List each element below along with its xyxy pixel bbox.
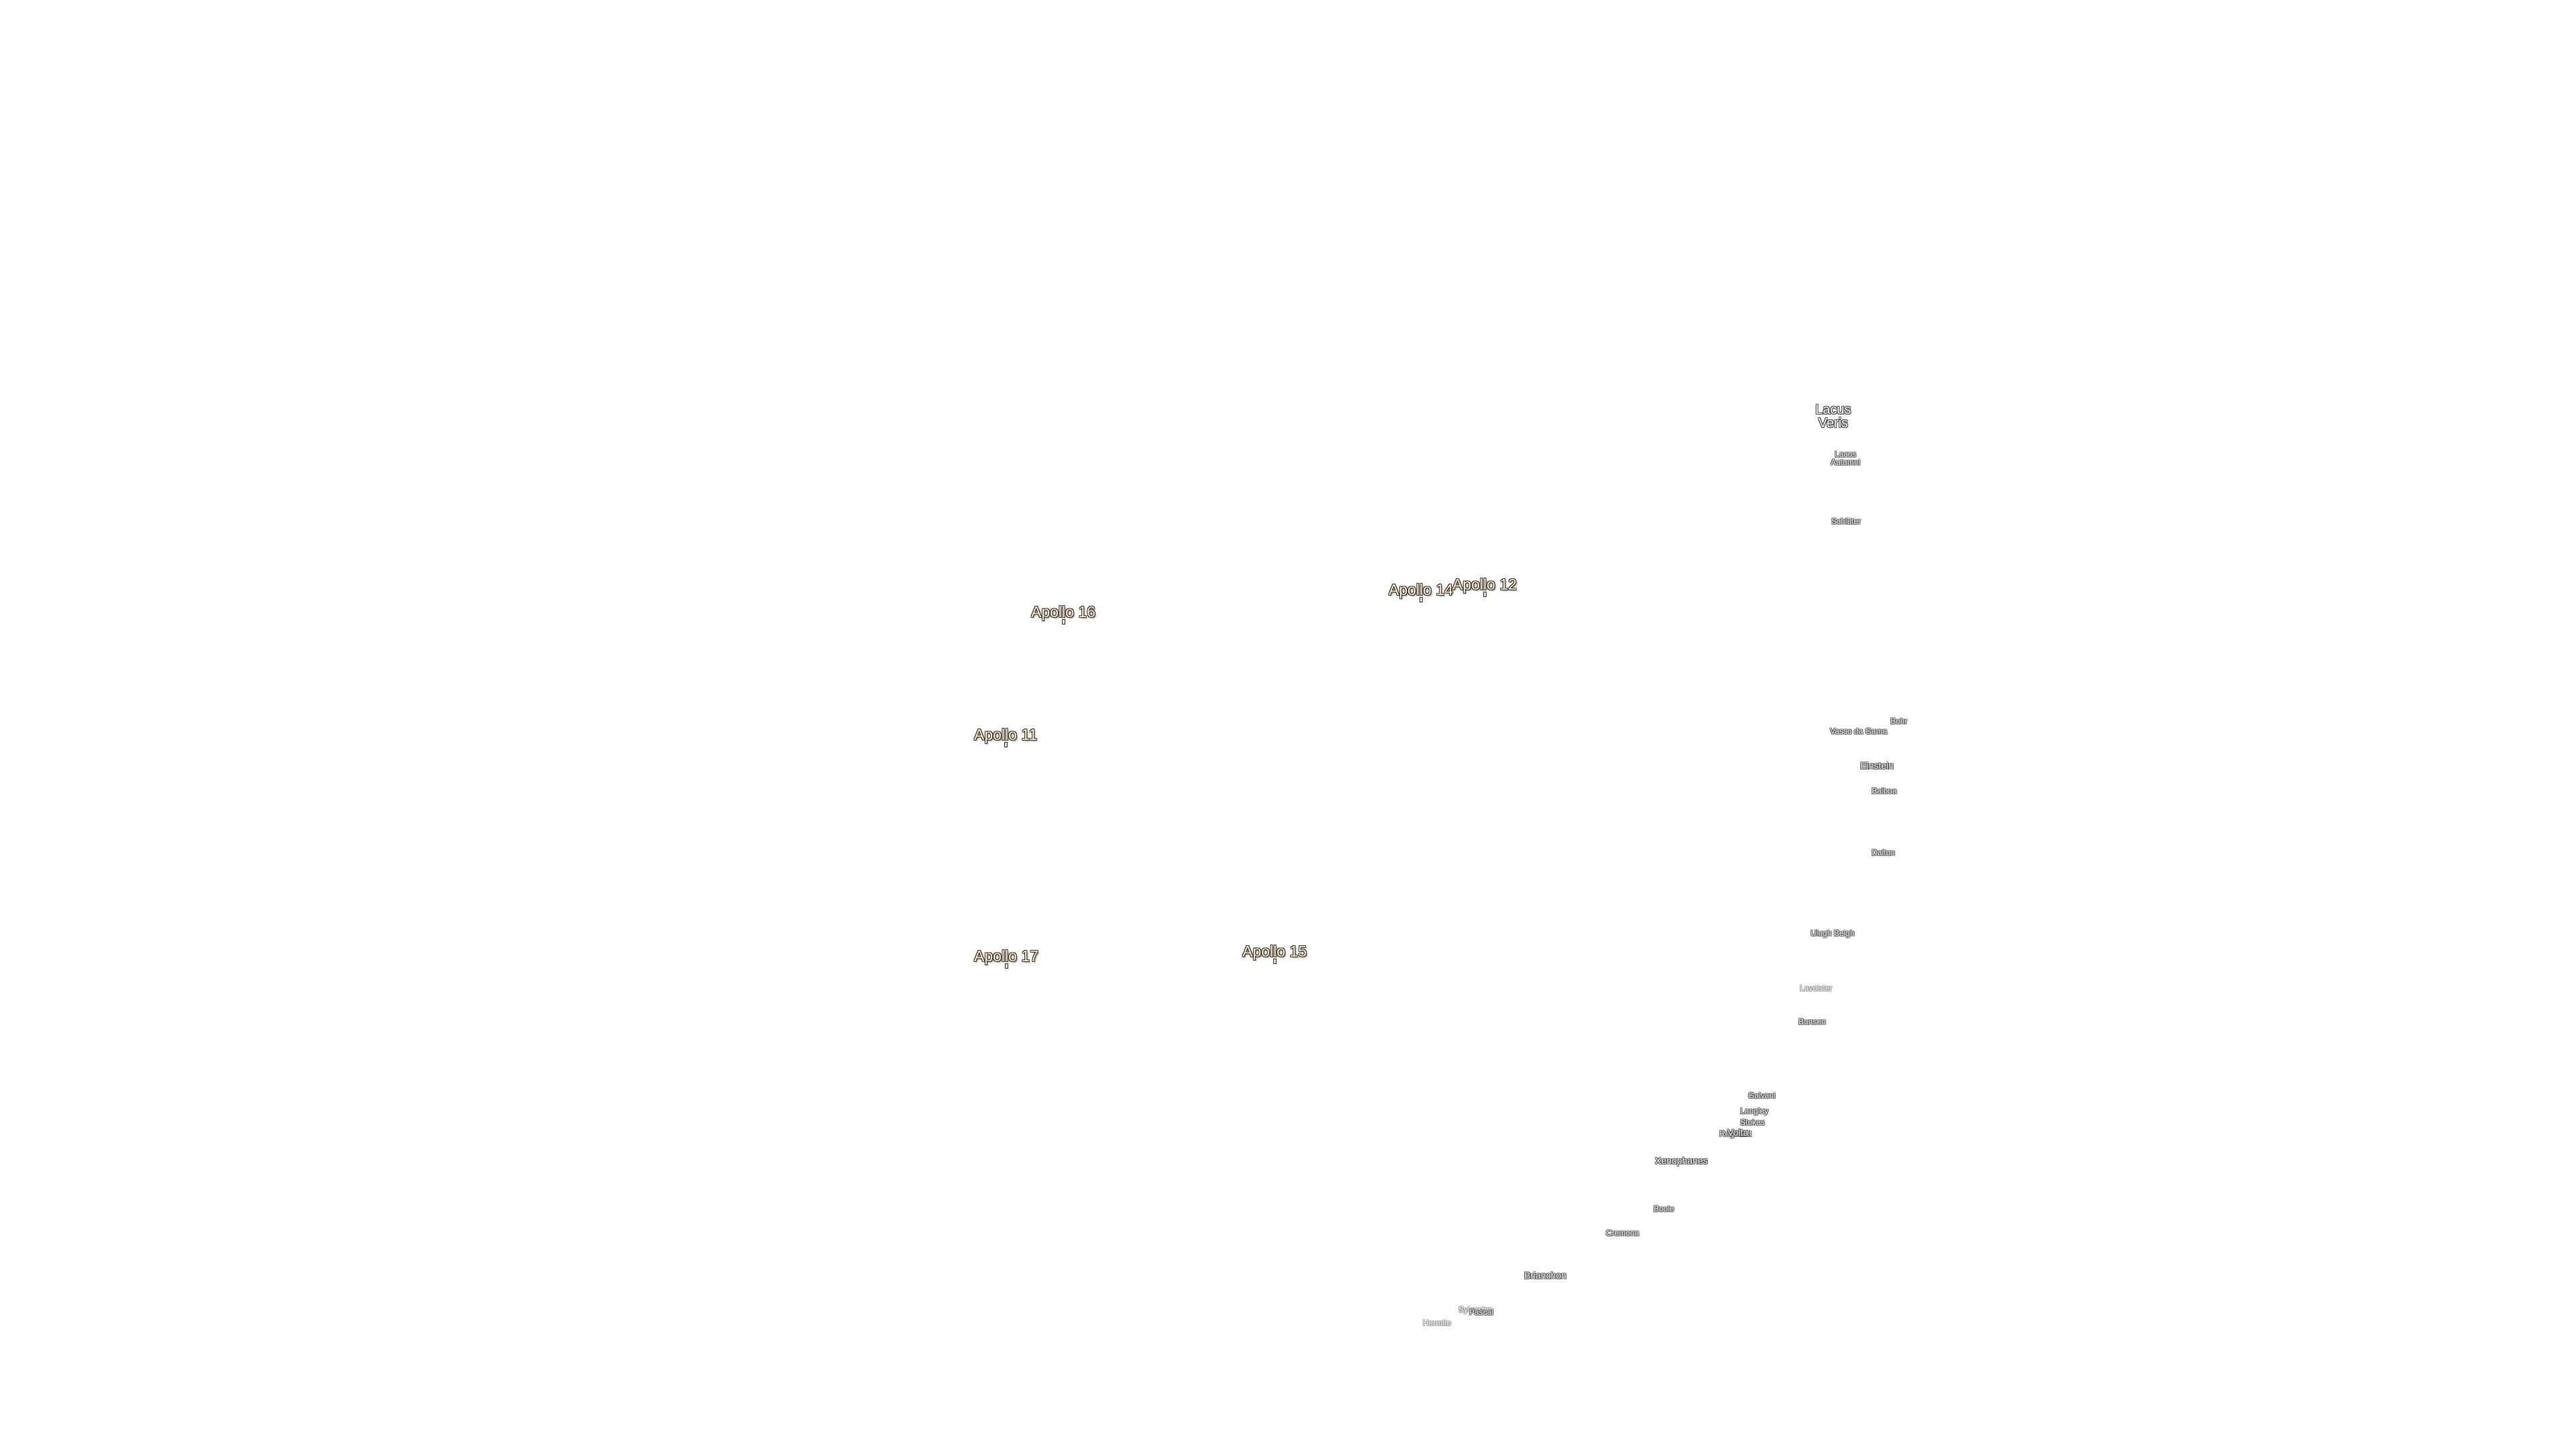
galvani-label[interactable]: Galvani: [1748, 1091, 1776, 1100]
schluter-label[interactable]: Schlüter: [1831, 517, 1862, 526]
landing-site-marker: [1062, 620, 1065, 624]
stokes-label[interactable]: Stokes: [1740, 1118, 1765, 1127]
apollo-15-label[interactable]: Apollo 15: [1242, 943, 1307, 963]
einstein-label[interactable]: Einstein: [1860, 760, 1894, 771]
bohr-label[interactable]: Bohr: [1890, 716, 1908, 726]
apollo-17-text: Apollo 17: [974, 947, 1038, 965]
apollo-11-label[interactable]: Apollo 11: [974, 726, 1038, 747]
apollo-12-label[interactable]: Apollo 12: [1452, 576, 1517, 596]
landing-site-marker: [1483, 592, 1486, 596]
cremona-label[interactable]: Cremona: [1606, 1228, 1640, 1238]
ulugh-beigh-label[interactable]: Ulugh Beigh: [1811, 928, 1855, 938]
vasco-da-gama-label[interactable]: Vasco da Gama: [1830, 727, 1888, 736]
lacus-veris-line1: Lacus: [1815, 402, 1851, 417]
apollo-14-label[interactable]: Apollo 14: [1389, 581, 1453, 602]
apollo-16-text: Apollo 16: [1031, 603, 1095, 621]
apollo-11-text: Apollo 11: [974, 726, 1038, 743]
landing-site-marker: [1273, 959, 1276, 963]
apollo-15-text: Apollo 15: [1242, 943, 1307, 960]
landing-site-marker: [1005, 964, 1008, 968]
bunsen-label[interactable]: Bunsen: [1799, 1017, 1826, 1026]
brianchon-label[interactable]: Brianchon: [1524, 1270, 1567, 1281]
balboa-label[interactable]: Balboa: [1872, 786, 1897, 796]
dalton-label[interactable]: Dalton: [1872, 848, 1895, 857]
hermite-label[interactable]: Hermite: [1423, 1318, 1452, 1328]
lacus-autumni-label[interactable]: Lacus Autumni: [1831, 450, 1860, 466]
landing-site-marker: [1005, 743, 1008, 747]
apollo-14-text: Apollo 14: [1389, 581, 1453, 598]
lacus-veris-label[interactable]: Lacus Veris: [1815, 403, 1851, 430]
xenophanes-label[interactable]: Xenophanes: [1655, 1155, 1708, 1166]
landing-site-marker: [1419, 598, 1422, 602]
regnault-label[interactable]: Regnault: [1719, 1129, 1752, 1138]
lavoisier-label[interactable]: Lavoisier: [1800, 983, 1833, 993]
volta-label[interactable]: Volta: [1727, 1127, 1749, 1138]
sylvester-label[interactable]: Sylvester: [1458, 1305, 1492, 1314]
lacus-autumni-line2: Autumni: [1831, 458, 1861, 467]
lacus-autumni-line1: Lacus: [1835, 449, 1857, 459]
apollo-17-label[interactable]: Apollo 17: [974, 947, 1038, 968]
pascal-label[interactable]: Pascal: [1469, 1307, 1494, 1317]
lacus-veris-line2: Veris: [1818, 416, 1848, 431]
langley-label[interactable]: Langley: [1740, 1106, 1769, 1116]
apollo-12-text: Apollo 12: [1452, 576, 1517, 593]
apollo-16-label[interactable]: Apollo 16: [1031, 603, 1095, 624]
boole-label[interactable]: Boole: [1654, 1204, 1674, 1214]
